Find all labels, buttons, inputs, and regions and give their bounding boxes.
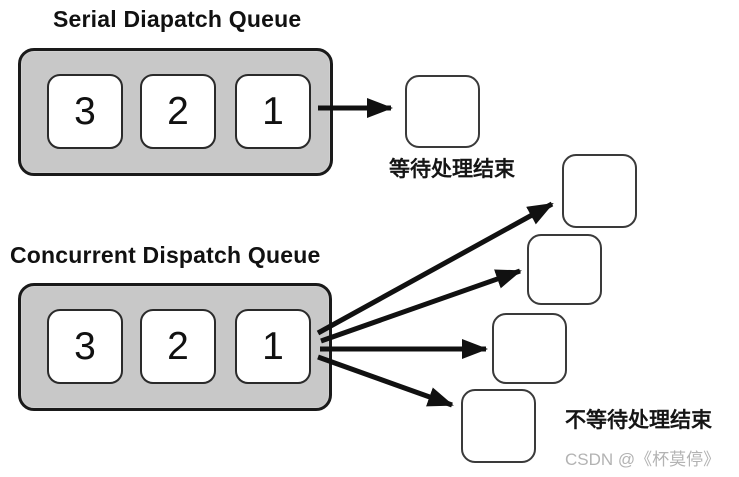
serial-queue-container: 3 2 1 xyxy=(18,48,333,176)
concurrent-queue-title: Concurrent Dispatch Queue xyxy=(10,242,321,268)
concurrent-result-box-3 xyxy=(492,313,567,384)
serial-queue-title: Serial Diapatch Queue xyxy=(53,6,302,32)
concurrent-result-box-4 xyxy=(461,389,536,463)
serial-wait-label: 等待处理结束 xyxy=(389,158,515,181)
concurrent-queue-container: 3 2 1 xyxy=(18,283,332,411)
serial-task-box-2: 2 xyxy=(140,74,216,149)
concurrent-task-box-3: 3 xyxy=(47,309,123,384)
concurrent-result-box-2 xyxy=(527,234,602,305)
concurrent-arrow-2 xyxy=(320,268,522,344)
concurrent-arrow-4 xyxy=(317,354,454,408)
concurrent-task-box-2: 2 xyxy=(140,309,216,384)
csdn-watermark: CSDN @《杯莫停》 xyxy=(565,450,721,469)
concurrent-task-box-1: 1 xyxy=(235,309,311,384)
serial-result-box xyxy=(405,75,480,148)
concurrent-result-box-1 xyxy=(562,154,637,228)
serial-task-box-1: 1 xyxy=(235,74,311,149)
concurrent-nowait-label: 不等待处理结束 xyxy=(565,409,712,432)
serial-task-box-3: 3 xyxy=(47,74,123,149)
